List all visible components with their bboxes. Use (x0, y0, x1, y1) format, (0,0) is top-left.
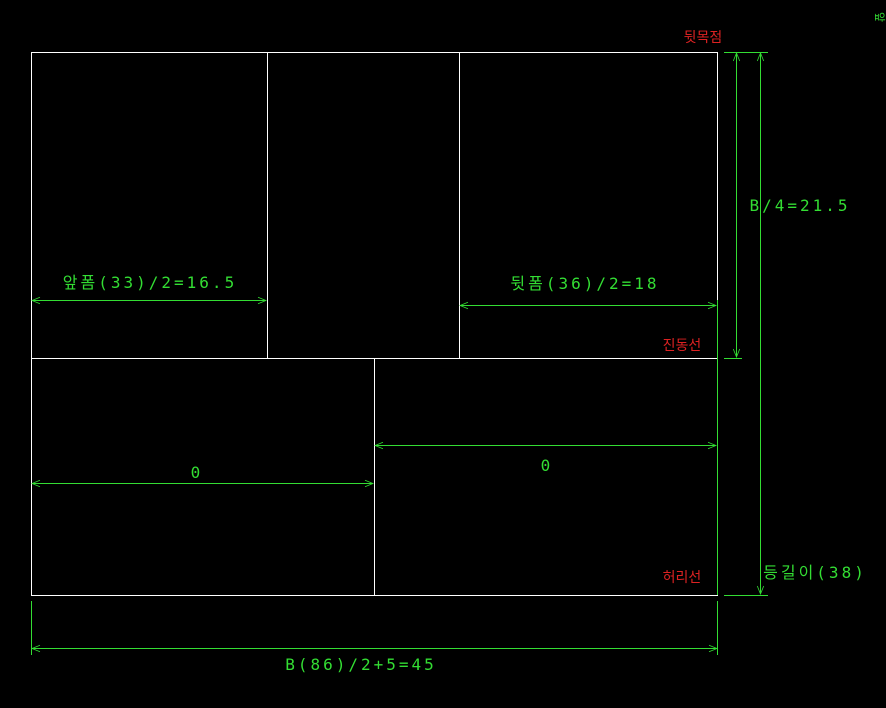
back-width-label: 뒷폼(36)/2=18 (510, 274, 659, 293)
armhole-depth-label: B/4=21.5 (749, 196, 850, 215)
front-width-label: 앞폼(33)/2=16.5 (63, 273, 237, 292)
lower-left-label: 0 (191, 463, 204, 482)
lower-right-label: 0 (541, 456, 554, 475)
back-neck-point-label: 뒷목점 (684, 30, 723, 46)
armhole-line-label: 진동선 (663, 338, 702, 354)
total-width-label: B(86)/2+5=45 (285, 655, 437, 674)
back-length-label: 등길이(38) (763, 563, 867, 582)
corner-mark: 앞 (873, 12, 886, 22)
waist-line-label: 허리선 (663, 570, 702, 586)
